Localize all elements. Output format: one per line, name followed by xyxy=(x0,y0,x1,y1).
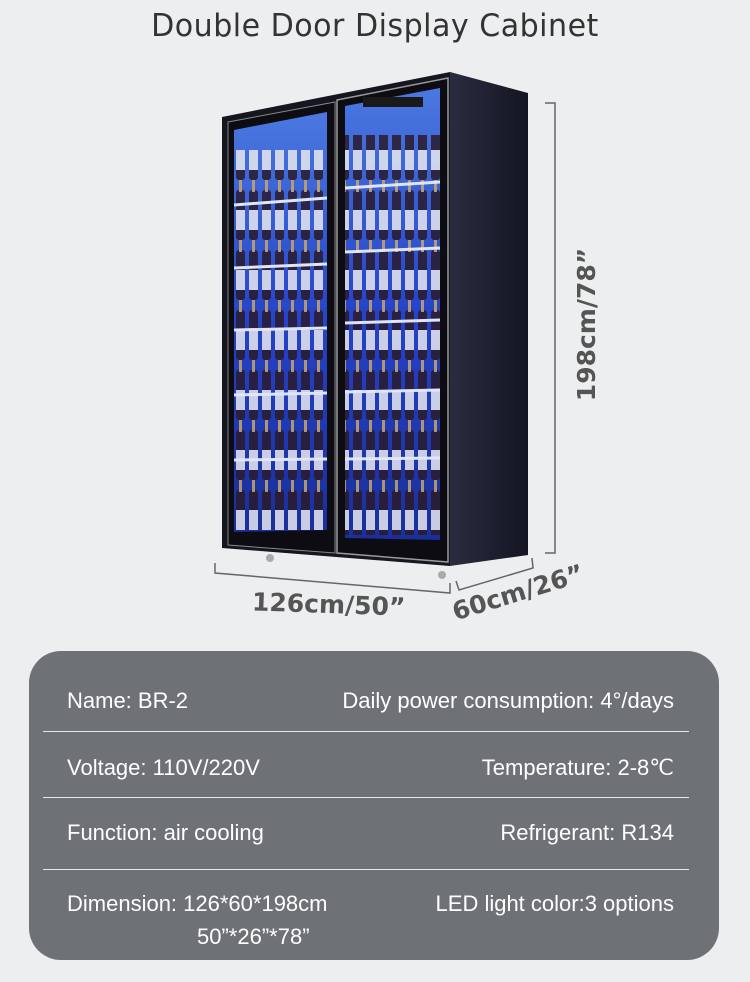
spec-power: Daily power consumption: 4°/days xyxy=(342,688,674,713)
divider xyxy=(43,797,689,798)
divider xyxy=(43,869,689,870)
spec-dimension: Dimension: 126*60*198cm xyxy=(67,891,328,916)
page-title: Double Door Display Cabinet xyxy=(151,8,599,44)
spec-name: Name: BR-2 xyxy=(67,688,189,713)
spec-panel: Name: BR-2 Daily power consumption: 4°/d… xyxy=(29,651,719,960)
double-door-cabinet-illustration xyxy=(214,72,556,594)
left-door xyxy=(227,101,336,554)
width-dimension-label: 126cm/50” xyxy=(251,587,406,622)
right-door xyxy=(336,77,449,563)
spec-function: Function: air cooling xyxy=(67,820,264,845)
spec-led-color: LED light color:3 options xyxy=(435,891,674,916)
spec-voltage: Voltage: 110V/220V xyxy=(67,755,260,780)
divider xyxy=(43,731,689,732)
spec-dimension-inches: 50”*26”*78” xyxy=(197,924,310,949)
spec-temperature: Temperature: 2-8℃ xyxy=(481,755,674,780)
height-dimension-label: 198cm/78” xyxy=(572,247,602,402)
spec-refrigerant: Refrigerant: R134 xyxy=(500,820,674,845)
